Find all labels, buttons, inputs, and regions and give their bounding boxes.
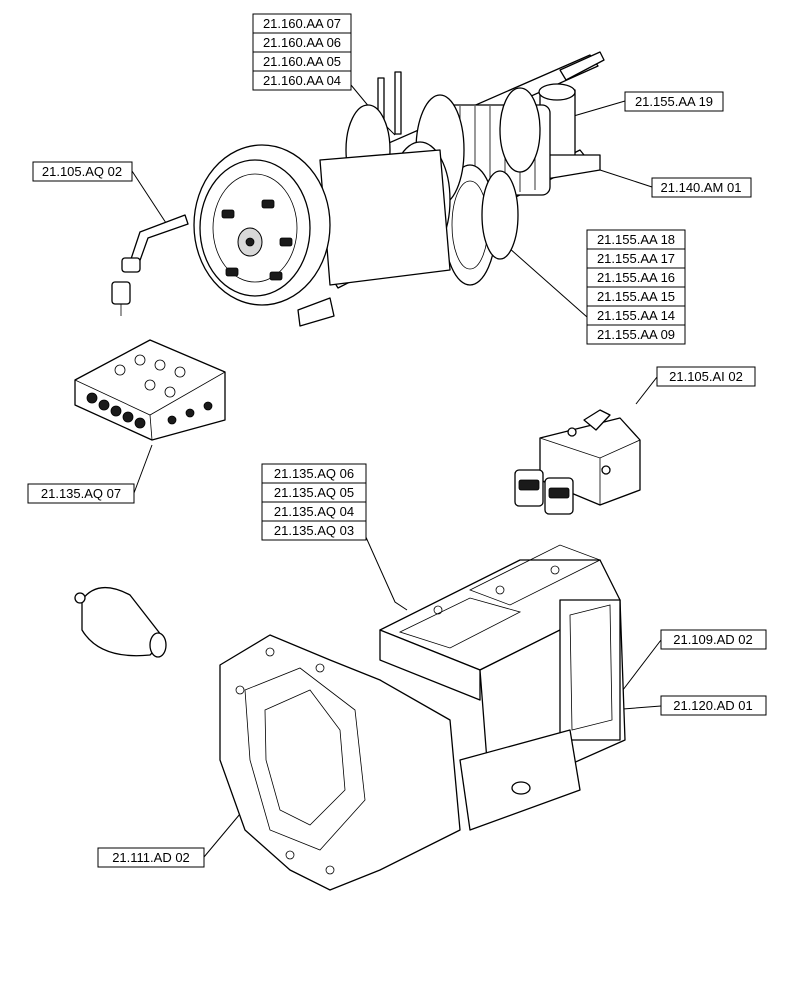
label-stack-155-aa: 21.155.AA 18 21.155.AA 17 21.155.AA 16 2…: [586, 229, 686, 345]
label-21-155-aa-17: 21.155.AA 17: [597, 251, 675, 266]
label-21-105-aq-02: 21.105.AQ 02: [42, 164, 122, 179]
label-21-105-aq-02-box: 21.105.AQ 02: [32, 161, 133, 182]
label-21-160-aa-06: 21.160.AA 06: [263, 35, 341, 50]
label-21-155-aa-14: 21.155.AA 14: [597, 308, 675, 323]
accumulator: [74, 587, 167, 658]
label-21-155-aa-19: 21.155.AA 19: [635, 94, 713, 109]
label-21-140-am-01: 21.140.AM 01: [661, 180, 742, 195]
label-21-155-aa-15: 21.155.AA 15: [597, 289, 675, 304]
gear-shaft-assembly: [193, 51, 605, 327]
label-21-109-ad-02: 21.109.AD 02: [673, 632, 753, 647]
label-21-155-aa-09: 21.155.AA 09: [597, 327, 675, 342]
label-21-135-aq-04: 21.135.AQ 04: [274, 504, 354, 519]
label-21-160-aa-05: 21.160.AA 05: [263, 54, 341, 69]
label-21-155-aa-16: 21.155.AA 16: [597, 270, 675, 285]
label-21-160-aa-04: 21.160.AA 04: [263, 73, 341, 88]
label-21-135-aq-06: 21.135.AQ 06: [274, 466, 354, 481]
label-21-105-ai-02-box: 21.105.AI 02: [656, 366, 756, 387]
label-21-135-aq-03: 21.135.AQ 03: [274, 523, 354, 538]
pipe-and-fitting: [111, 214, 189, 316]
label-21-160-aa-07: 21.160.AA 07: [263, 16, 341, 31]
label-21-105-ai-02: 21.105.AI 02: [669, 369, 743, 384]
label-21-155-aa-19-box: 21.155.AA 19: [624, 91, 724, 112]
label-21-120-ad-01: 21.120.AD 01: [673, 698, 753, 713]
label-stack-160-aa: 21.160.AA 07 21.160.AA 06 21.160.AA 05 2…: [252, 13, 352, 91]
transmission-housing: [219, 544, 626, 891]
control-valve: [514, 409, 641, 515]
label-21-111-ad-02-box: 21.111.AD 02: [97, 847, 205, 868]
label-21-155-aa-18: 21.155.AA 18: [597, 232, 675, 247]
label-21-135-aq-05: 21.135.AQ 05: [274, 485, 354, 500]
label-21-109-ad-02-box: 21.109.AD 02: [660, 629, 767, 650]
label-21-135-aq-07: 21.135.AQ 07: [41, 486, 121, 501]
label-21-120-ad-01-box: 21.120.AD 01: [660, 695, 767, 716]
label-21-135-aq-07-box: 21.135.AQ 07: [27, 483, 135, 504]
label-21-140-am-01-box: 21.140.AM 01: [651, 177, 752, 198]
label-stack-135-aq: 21.135.AQ 06 21.135.AQ 05 21.135.AQ 04 2…: [261, 463, 367, 541]
label-21-111-ad-02: 21.111.AD 02: [112, 850, 190, 865]
valve-block: [74, 339, 226, 441]
